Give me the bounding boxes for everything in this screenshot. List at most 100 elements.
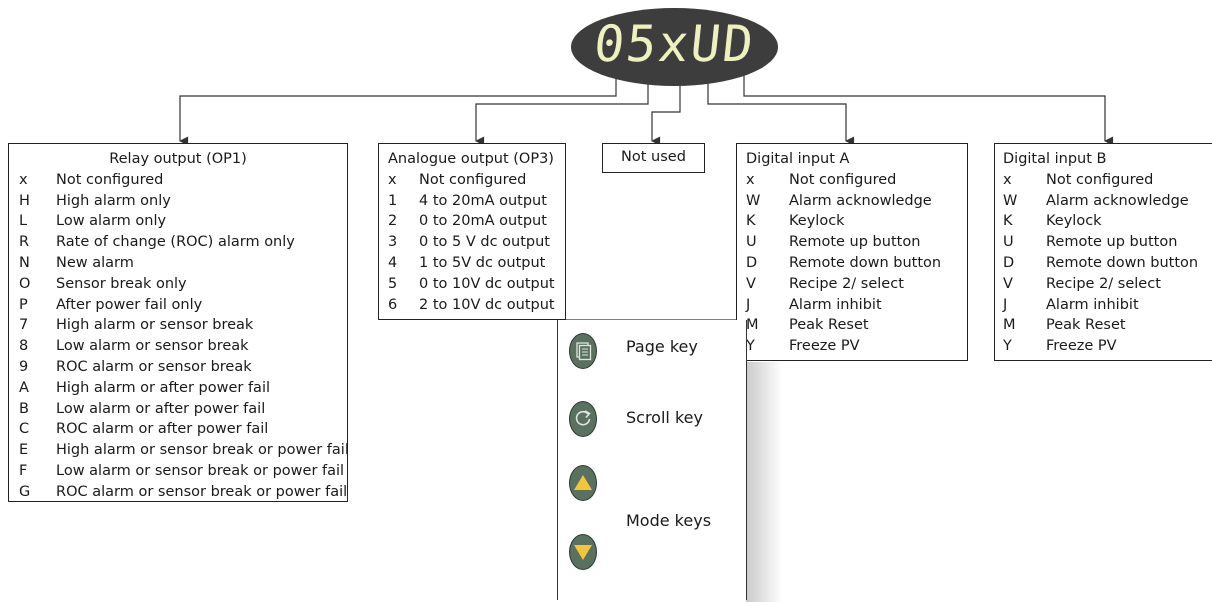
item-label: Remote up button [1046,234,1178,251]
list-item: 3 0 to 5 V dc output [388,232,565,253]
item-code: A [19,379,29,396]
item-label: Alarm inhibit [1046,296,1139,313]
list-item: E High alarm or sensor break or power fai… [19,440,349,461]
item-code: V [746,275,756,292]
item-code: 7 [19,317,29,334]
list-item: U Remote up button [1003,232,1212,253]
digital-input-b-title: Digital input B [1003,151,1107,167]
connector-not-used [651,70,681,146]
list-item: V Recipe 2/ select [746,274,967,295]
item-label: Keylock [789,213,845,230]
item-code: P [19,296,28,313]
item-label: 0 to 20mA output [419,213,547,230]
item-label: High alarm or sensor break or power fail [56,442,349,459]
not-used-label: Not used [621,149,686,165]
item-code: O [19,275,31,292]
item-code: U [1003,234,1014,251]
item-label: Rate of change (ROC) alarm only [56,234,295,251]
list-item: Y Freeze PV [1003,336,1212,357]
item-code: U [746,234,757,251]
item-code: 4 [388,254,398,271]
item-label: After power fail only [56,296,203,313]
item-label: Alarm inhibit [789,296,882,313]
down-arrow-icon [574,545,592,560]
item-code: 6 [388,296,398,313]
item-label: 2 to 10V dc output [419,296,555,313]
item-code: x [746,171,755,188]
list-item: A High alarm or after power fail [19,378,347,399]
list-item: J Alarm inhibit [746,295,967,316]
list-item: N New alarm [19,253,347,274]
item-label: Peak Reset [789,317,869,334]
item-code: K [746,213,756,230]
item-label: ROC alarm or sensor break [56,358,252,375]
item-code: W [746,192,761,209]
item-label: 0 to 10V dc output [419,275,555,292]
item-label: Freeze PV [1046,338,1117,355]
item-code: 5 [388,275,398,292]
scroll-icon [575,410,591,426]
list-item: R Rate of change (ROC) alarm only [19,232,347,253]
item-code: R [19,234,30,251]
connector-op1 [179,70,617,146]
item-code: W [1003,192,1018,209]
list-item: W Alarm acknowledge [746,191,967,212]
item-code: Y [1003,338,1012,355]
page-key-label: Page key [626,337,698,356]
item-code: V [1003,275,1013,292]
item-code: L [19,213,28,230]
page-key[interactable] [569,333,597,369]
item-code: J [746,296,751,313]
item-label: Low alarm or sensor break [56,338,249,355]
list-item: 9 ROC alarm or sensor break [19,357,347,378]
item-code: M [1003,317,1016,334]
led-display: 05xUD [571,8,778,86]
item-label: Peak Reset [1046,317,1126,334]
item-code: x [19,171,28,188]
analogue-output-title: Analogue output (OP3) [388,151,554,167]
item-code: E [19,442,29,459]
list-item: P After power fail only [19,295,347,316]
up-key[interactable] [569,465,597,501]
scroll-key-label: Scroll key [626,408,703,427]
item-code: C [19,421,30,438]
item-code: N [19,254,30,271]
item-label: Remote down button [1046,254,1199,271]
list-item: M Peak Reset [1003,315,1212,336]
down-key[interactable] [569,534,597,570]
list-item: 5 0 to 10V dc output [388,274,565,295]
digital-input-a-title: Digital input A [746,151,850,167]
display-readout: 05xUD [591,15,758,73]
page-icon [576,342,592,361]
item-code: x [388,171,397,188]
item-label: Recipe 2/ select [789,275,904,292]
item-label: 0 to 5 V dc output [419,234,550,251]
item-label: New alarm [56,254,134,271]
list-item: M Peak Reset [746,315,967,336]
item-label: Alarm acknowledge [789,192,932,209]
scroll-key[interactable] [569,401,597,437]
mode-keys-label: Mode keys [626,511,712,530]
item-code: Y [746,338,755,355]
item-code: 3 [388,234,398,251]
item-code: 1 [388,192,398,209]
item-code: M [746,317,759,334]
item-label: Not configured [1046,171,1154,188]
item-code: F [19,462,28,479]
connector-dia [707,70,855,146]
relay-output-title: Relay output (OP1) [109,151,247,167]
item-label: High alarm or after power fail [56,379,271,396]
item-code: D [1003,254,1015,271]
item-code: 9 [19,358,29,375]
up-arrow-icon [574,475,592,490]
